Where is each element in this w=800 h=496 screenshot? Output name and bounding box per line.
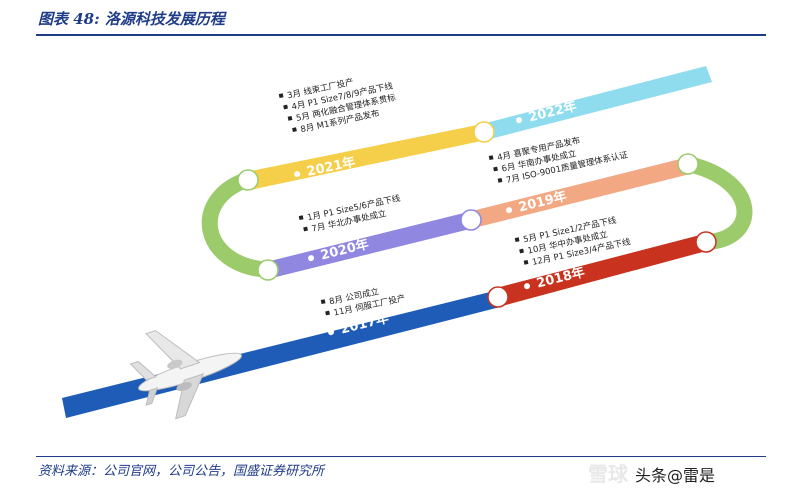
events-2020: 1月 P1 Size5/6产品下线 7月 华北办事处成立 [298, 193, 402, 235]
band-2017 [62, 290, 504, 418]
band-2019 [468, 158, 690, 228]
joint-2021-2022 [473, 121, 495, 143]
joint-2017-2018 [487, 286, 509, 308]
joint-2019-2020 [460, 209, 482, 231]
band-2018 [496, 234, 710, 306]
watermark-brand: 雪球 [588, 462, 628, 486]
source-note: 资料来源：公司官网，公司公告，国盛证券研究所 [38, 464, 325, 479]
band-2022 [482, 66, 712, 140]
year-text-2019: 2019年 [517, 188, 569, 215]
curve-left-upper [201, 172, 276, 278]
airplane-icon [129, 330, 242, 420]
joint-2018-curve [695, 231, 717, 253]
curve-right-lower [680, 156, 753, 250]
top-rule [36, 34, 766, 36]
joint-2019-curve [677, 153, 699, 175]
joint-2021-curve [237, 169, 259, 191]
bottom-rule [36, 456, 766, 457]
watermark-sub: 头条@雷是 [634, 466, 715, 485]
watermark: 雪球 头条@雷是 [588, 458, 715, 487]
figure-title: 图表 48: 洛源科技发展历程 [38, 10, 225, 28]
events-2021: 3月 线束工厂投产 4月 P1 Size7/8/9产品下线 5月 两化融合管理体… [278, 76, 397, 135]
band-2021 [246, 124, 486, 190]
joint-2020-curve [257, 259, 279, 281]
band-2020 [266, 212, 474, 278]
events-2017: 8月 公司成立 11月 伺服工厂投产 [320, 286, 406, 319]
